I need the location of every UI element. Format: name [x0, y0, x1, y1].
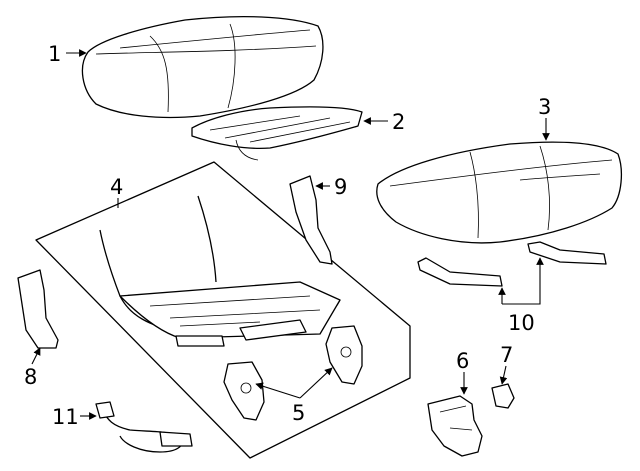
leader-lines	[31, 49, 550, 420]
part-1-seat-cushion-pad	[81, 16, 324, 119]
part-11-wiring-harness	[95, 401, 193, 453]
leader-10b	[502, 257, 544, 305]
part-6-bracket	[427, 395, 483, 457]
callout-labels: 1 2 3 4 5 6 7 8 9 10 11	[24, 42, 551, 429]
callout-8: 8	[24, 365, 37, 389]
callout-6: 6	[456, 349, 469, 373]
callout-5: 5	[292, 401, 305, 425]
callout-9: 9	[334, 175, 347, 199]
callout-4: 4	[110, 175, 123, 199]
callout-3: 3	[538, 95, 551, 119]
part-4-seat-frame	[99, 195, 341, 347]
leader-7	[499, 365, 508, 385]
part-8-side-cover	[17, 269, 59, 349]
leader-8	[31, 347, 41, 365]
part-5-seat-adjusters	[223, 325, 363, 421]
part-9-side-cover	[289, 175, 333, 265]
part-7-cap	[491, 383, 515, 409]
part-3-seat-bottom-cushion	[376, 141, 623, 244]
leader-5a	[255, 382, 301, 399]
callout-7: 7	[500, 343, 513, 367]
callout-11: 11	[52, 405, 79, 429]
part-2-seat-mat	[191, 106, 363, 161]
callout-2: 2	[392, 110, 405, 134]
leader-5b	[299, 367, 333, 399]
part-10-rods	[417, 241, 607, 287]
assembly-box	[35, 161, 411, 459]
callout-1: 1	[48, 42, 61, 66]
callout-10: 10	[508, 311, 535, 335]
